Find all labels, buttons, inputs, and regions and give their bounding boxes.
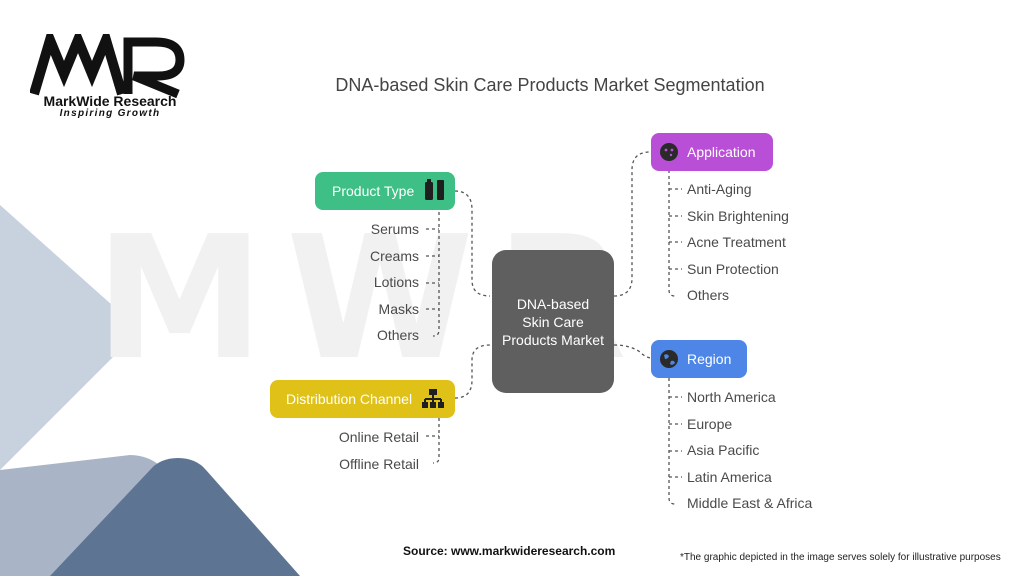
list-item: Europe <box>687 416 733 432</box>
connector-region-items <box>668 378 676 505</box>
globe-icon <box>659 349 679 369</box>
list-item: Others <box>376 327 419 343</box>
node-product-type: Product Type <box>315 172 455 210</box>
list-item: Creams <box>369 248 419 264</box>
center-node: DNA-based Skin Care Products Market <box>492 250 614 393</box>
list-item: North America <box>687 389 776 405</box>
list-item: Serums <box>370 221 419 237</box>
list-item: Middle East & Africa <box>687 495 813 511</box>
list-item: Online Retail <box>338 429 419 445</box>
connector-distribution <box>454 344 491 399</box>
list-item: Skin Brightening <box>687 208 789 224</box>
node-application: Application <box>651 133 773 171</box>
list-item: Sun Protection <box>687 261 779 277</box>
node-application-label: Application <box>687 144 756 160</box>
logo-name: MarkWide Research <box>43 93 177 109</box>
connector-distribution-items <box>432 418 440 464</box>
disclaimer-text: *The graphic depicted in the image serve… <box>680 552 1001 563</box>
list-item: Others <box>687 287 730 303</box>
connector-product-type <box>454 190 491 297</box>
network-icon <box>422 388 445 410</box>
list-item: Offline Retail <box>339 456 419 472</box>
node-region: Region <box>651 340 747 378</box>
page-title: DNA-based Skin Care Products Market Segm… <box>335 75 765 95</box>
bg-triangle-light <box>0 205 140 470</box>
node-product-type-label: Product Type <box>332 183 415 199</box>
mwr-logo-icon <box>30 34 185 98</box>
list-item: Asia Pacific <box>687 442 760 458</box>
node-distribution-channel-label: Distribution Channel <box>286 391 413 407</box>
connector-application <box>613 151 651 297</box>
bg-shape-dark <box>50 458 300 576</box>
list-item: Anti-Aging <box>687 181 752 197</box>
list-item: Latin America <box>687 469 772 485</box>
list-item: Acne Treatment <box>687 234 786 250</box>
connector-region <box>613 344 653 359</box>
list-item: Lotions <box>373 274 419 290</box>
node-region-label: Region <box>687 351 732 367</box>
connector-product-items <box>432 200 440 337</box>
face-icon <box>659 142 679 162</box>
logo-tagline: Inspiring Growth <box>59 108 161 119</box>
bottles-icon <box>422 178 448 204</box>
source-text: Source: www.markwideresearch.com <box>403 544 616 558</box>
node-distribution-channel: Distribution Channel <box>270 380 455 418</box>
connector-application-items <box>668 170 676 297</box>
list-item: Masks <box>378 301 419 317</box>
